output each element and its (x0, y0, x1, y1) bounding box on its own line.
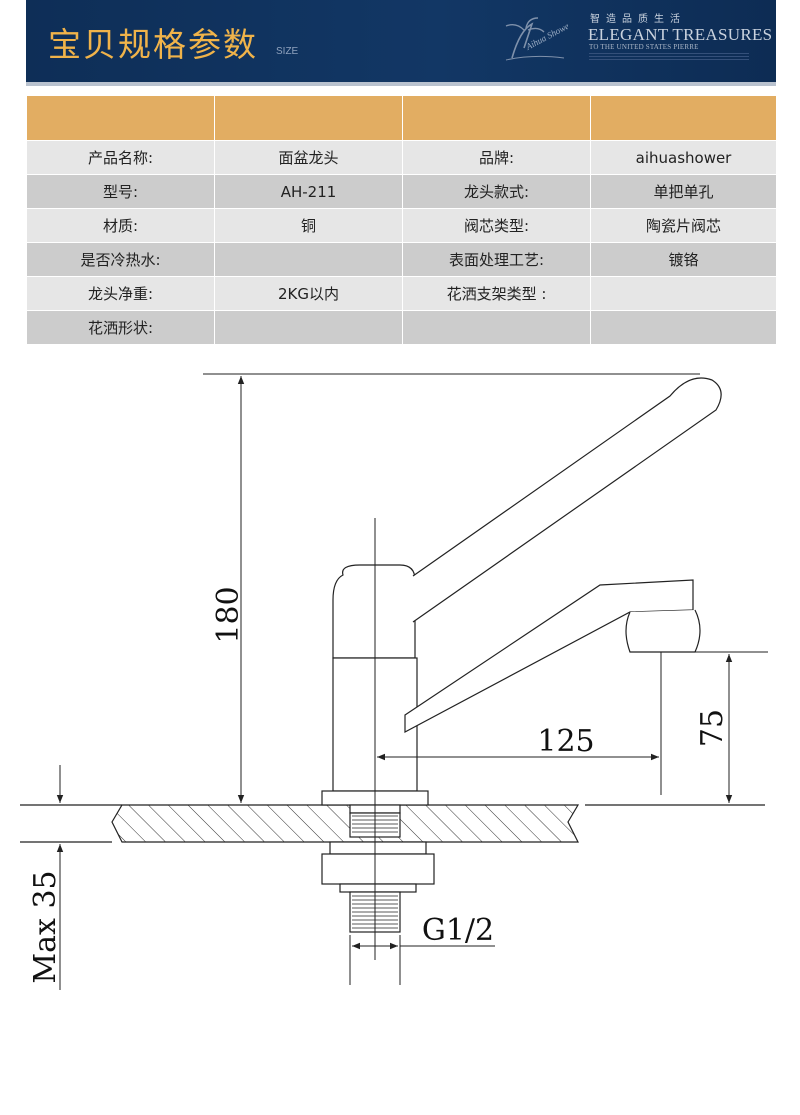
logo-text: Aihua Shower (523, 19, 568, 52)
table-row: 龙头净重: 2KG以内 花洒支架类型 : (26, 276, 777, 311)
spec-table: 产品名称: 面盆龙头 品牌: aihuashower 型号: AH-211 龙头… (26, 95, 777, 345)
table-header-cell (26, 95, 215, 141)
table-header-row (26, 95, 777, 141)
spec-label: 表面处理工艺: (402, 242, 591, 277)
spec-value: 铜 (214, 208, 403, 243)
spec-label: 花洒形状: (26, 310, 215, 345)
spec-label: 花洒支架类型 : (402, 276, 591, 311)
brand-logo-icon: Aihua Shower (505, 17, 568, 61)
faucet-dimension-drawing: 180 125 75 G1/2 Max 35 (20, 373, 768, 990)
table-row: 材质: 铜 阀芯类型: 陶瓷片阀芯 (26, 208, 777, 243)
spec-value (214, 242, 403, 277)
spec-label: 型号: (26, 174, 215, 209)
page-title: 宝贝规格参数 (48, 25, 258, 64)
spec-label: 龙头款式: (402, 174, 591, 209)
spec-value (590, 310, 777, 345)
table-header-cell (402, 95, 591, 141)
faucet-body (321, 564, 435, 933)
spec-label (402, 310, 591, 345)
table-header-cell (214, 95, 403, 141)
banner-divider (26, 82, 776, 86)
spec-value: 单把单孔 (590, 174, 777, 209)
table-row: 型号: AH-211 龙头款式: 单把单孔 (26, 174, 777, 209)
brand-slogan-cn: 智造品质生活 (590, 14, 686, 25)
aerator (625, 609, 701, 653)
spec-value: 2KG以内 (214, 276, 403, 311)
dimension-spout-height-label: 75 (695, 709, 730, 747)
countertop-section (111, 804, 580, 843)
spout (404, 579, 694, 733)
dimension-thread-label: G1/2 (422, 913, 494, 948)
spec-value: aihuashower (590, 140, 777, 175)
spec-label: 龙头净重: (26, 276, 215, 311)
dimension-height-label: 180 (211, 586, 246, 643)
spec-label: 是否冷热水: (26, 242, 215, 277)
table-row: 花洒形状: (26, 310, 777, 345)
spec-value (590, 276, 777, 311)
page-subtitle: SIZE (276, 46, 299, 57)
spec-value (214, 310, 403, 345)
header-banner: 宝贝规格参数 SIZE Aihua Shower 智造品质生活 ELEGANT … (26, 0, 776, 82)
spec-value: 陶瓷片阀芯 (590, 208, 777, 243)
dimension-reach-label: 125 (537, 724, 594, 759)
brand-slogan-en-sub: TO THE UNITED STATES PIERRE (589, 43, 699, 51)
decorative-lines (589, 53, 749, 67)
spec-label: 产品名称: (26, 140, 215, 175)
spec-label: 材质: (26, 208, 215, 243)
spec-value: 面盆龙头 (214, 140, 403, 175)
spec-label: 阀芯类型: (402, 208, 591, 243)
lever-handle (412, 377, 722, 623)
table-row: 是否冷热水: 表面处理工艺: 镀铬 (26, 242, 777, 277)
spec-value: AH-211 (214, 174, 403, 209)
spec-label: 品牌: (402, 140, 591, 175)
table-header-cell (590, 95, 777, 141)
spec-value: 镀铬 (590, 242, 777, 277)
brand-slogan-en: ELEGANT TREASURES (588, 25, 773, 44)
dimension-max-thickness-label: Max 35 (28, 870, 63, 983)
table-row: 产品名称: 面盆龙头 品牌: aihuashower (26, 140, 777, 175)
